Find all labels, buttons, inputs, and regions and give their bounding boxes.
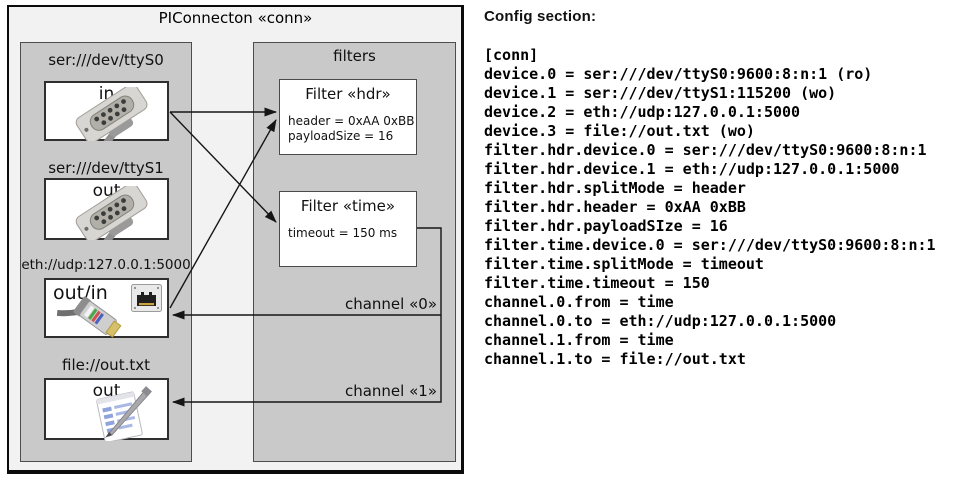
config-line: filter.hdr.splitMode = header bbox=[484, 179, 746, 197]
config-line: channel.1.to = file://out.txt bbox=[484, 350, 746, 368]
device-label-file: file://out.txt bbox=[62, 356, 150, 374]
filter-time-attributes: timeout = 150 ms bbox=[288, 226, 416, 241]
device-box-ttys1: out bbox=[44, 178, 169, 240]
device-box-eth: out/in bbox=[44, 278, 169, 338]
channel-0-label: channel «0» bbox=[344, 295, 437, 313]
config-line: channel.1.from = time bbox=[484, 331, 674, 349]
config-lines: [conn]device.0 = ser:///dev/ttyS0:9600:8… bbox=[484, 46, 936, 369]
filter-attribute: payloadSize = 16 bbox=[288, 129, 394, 143]
config-line: channel.0.from = time bbox=[484, 293, 674, 311]
config-line: device.2 = eth://udp:127.0.0.1:5000 bbox=[484, 103, 801, 121]
device-label-ttys0: ser:///dev/ttyS0 bbox=[48, 51, 164, 69]
filter-attribute: header = 0xAA 0xBB bbox=[288, 114, 415, 128]
device-label-ttys1: ser:///dev/ttyS1 bbox=[48, 159, 164, 177]
ethernet-plug-icon bbox=[56, 296, 122, 338]
config-line: channel.0.to = eth://udp:127.0.0.1:5000 bbox=[484, 312, 837, 330]
pencil-icon bbox=[104, 386, 152, 438]
config-line: [conn] bbox=[484, 46, 539, 64]
config-line: filter.time.splitMode = timeout bbox=[484, 255, 764, 273]
config-line: filter.time.timeout = 150 bbox=[484, 274, 710, 292]
filter-time-title: Filter «time» bbox=[300, 197, 396, 215]
channel-1-label: channel «1» bbox=[344, 382, 437, 400]
config-line: filter.time.device.0 = ser:///dev/ttyS0:… bbox=[484, 236, 936, 254]
device-label-eth: eth://udp:127.0.0.1:5000 bbox=[21, 257, 191, 273]
config-line: filter.hdr.device.0 = ser:///dev/ttyS0:9… bbox=[484, 141, 927, 159]
config-line: filter.hdr.header = 0xAA 0xBB bbox=[484, 198, 746, 216]
config-line: device.3 = file://out.txt (wo) bbox=[484, 122, 755, 140]
filter-time-box: Filter «time» timeout = 150 ms bbox=[279, 191, 417, 267]
serial-connector-icon bbox=[75, 87, 148, 141]
notepad-icon bbox=[96, 386, 152, 441]
filter-hdr-title: Filter «hdr» bbox=[305, 85, 391, 103]
frame-title: PIConnecton «conn» bbox=[158, 9, 313, 27]
filters-column-title: filters bbox=[333, 47, 376, 65]
device-box-ttys0: in bbox=[44, 81, 169, 141]
ethernet-port-icon bbox=[131, 284, 162, 312]
filter-attribute: timeout = 150 ms bbox=[288, 226, 398, 240]
config-line: filter.hdr.device.1 = eth://udp:127.0.0.… bbox=[484, 160, 900, 178]
config-line: filter.hdr.payloadSIze = 16 bbox=[484, 217, 728, 235]
serial-connector-icon bbox=[75, 186, 148, 240]
device-box-file: out bbox=[44, 378, 169, 441]
config-heading: Config section: bbox=[484, 8, 597, 25]
config-line: device.0 = ser:///dev/ttyS0:9600:8:n:1 (… bbox=[484, 65, 873, 83]
config-line: device.1 = ser:///dev/ttyS1:115200 (wo) bbox=[484, 84, 837, 102]
device-direction: out/in bbox=[53, 282, 108, 304]
